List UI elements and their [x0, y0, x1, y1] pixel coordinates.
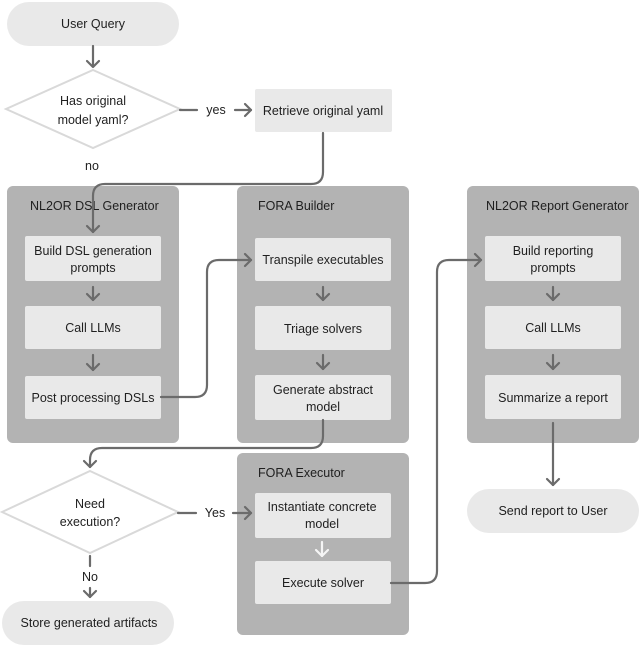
decision-yaml-no-label: no [85, 159, 99, 173]
dsl-step-build-prompts [25, 236, 161, 281]
fora-step-triage [255, 306, 391, 350]
decision-yaml-line2: model yaml? [58, 113, 129, 127]
fora-step-abstract-model [255, 375, 391, 420]
dsl-step-build-prompts-line1: Build DSL generation [34, 244, 152, 258]
fora-step-transpile-label: Transpile executables [262, 253, 383, 267]
arrowhead [85, 224, 101, 234]
decision-exec-line1: Need [75, 497, 105, 511]
arrowhead [315, 292, 331, 302]
arrowhead [243, 102, 253, 118]
exec-step-instantiate-line2: model [305, 517, 339, 531]
report-step-summarize-label: Summarize a report [498, 391, 608, 405]
decision-yaml-yes-label: yes [206, 103, 225, 117]
fora-step-transpile [255, 238, 391, 281]
dsl-step-post-processing [25, 376, 161, 419]
arrowhead [545, 292, 561, 302]
exec-step-instantiate [255, 493, 391, 538]
decision-yaml-line1: Has original [60, 94, 126, 108]
arrowhead [85, 59, 101, 69]
report-step-summarize [485, 375, 621, 419]
edge-exec-to-report [389, 258, 483, 585]
dsl-step-call-llms [25, 306, 161, 349]
decision-exec-yes-label: Yes [205, 506, 225, 520]
fora-step-triage-label: Triage solvers [284, 322, 362, 336]
report-generator-title: NL2OR Report Generator [486, 199, 628, 213]
edge-dsl-to-fora [159, 258, 253, 399]
dsl-step-call-llms-label: Call LLMs [65, 321, 121, 335]
arrowhead [85, 292, 101, 302]
exec-step-instantiate-line1: Instantiate concrete [267, 500, 376, 514]
report-step-call-llms [485, 306, 621, 349]
store-artifacts-label: Store generated artifacts [21, 616, 158, 630]
user-query-node [7, 2, 179, 46]
fora-executor-title: FORA Executor [258, 466, 345, 480]
retrieve-yaml-node [255, 89, 392, 132]
retrieve-yaml-label: Retrieve original yaml [263, 104, 383, 118]
report-step-build-prompts [485, 236, 621, 281]
dsl-step-post-processing-label: Post processing DSLs [32, 391, 155, 405]
send-report-node [467, 489, 639, 533]
dsl-generator-title: NL2OR DSL Generator [30, 199, 159, 213]
report-step-build-prompts-line2: prompts [530, 261, 575, 275]
decision-yaml-diamond [3, 68, 183, 150]
report-step-build-prompts-line1: Build reporting [513, 244, 594, 258]
arrowhead [243, 505, 253, 521]
store-artifacts-node [2, 601, 174, 645]
arrowhead [243, 252, 253, 268]
decision-exec-line2: execution? [60, 515, 121, 529]
fora-step-abstract-model-line2: model [306, 400, 340, 414]
edge-retrieve-to-dsl [91, 131, 325, 234]
arrowhead [82, 589, 98, 599]
arrowhead [85, 362, 101, 372]
exec-step-execute-solver [255, 561, 391, 604]
send-report-label: Send report to User [498, 504, 607, 518]
dsl-step-build-prompts-line2: prompts [70, 261, 115, 275]
report-step-call-llms-label: Call LLMs [525, 321, 581, 335]
edge-fora-to-decision [88, 418, 325, 469]
arrowhead [82, 459, 98, 469]
arrowhead [473, 252, 483, 268]
arrowhead [314, 548, 330, 558]
user-query-label: User Query [61, 17, 126, 31]
exec-step-execute-solver-label: Execute solver [282, 576, 364, 590]
arrowhead [315, 361, 331, 371]
arrowhead [545, 477, 561, 487]
decision-exec-no-label: No [82, 570, 98, 584]
arrowhead [545, 361, 561, 371]
fora-step-abstract-model-line1: Generate abstract [273, 383, 374, 397]
fora-builder-title: FORA Builder [258, 199, 334, 213]
decision-exec-diamond [0, 469, 181, 555]
